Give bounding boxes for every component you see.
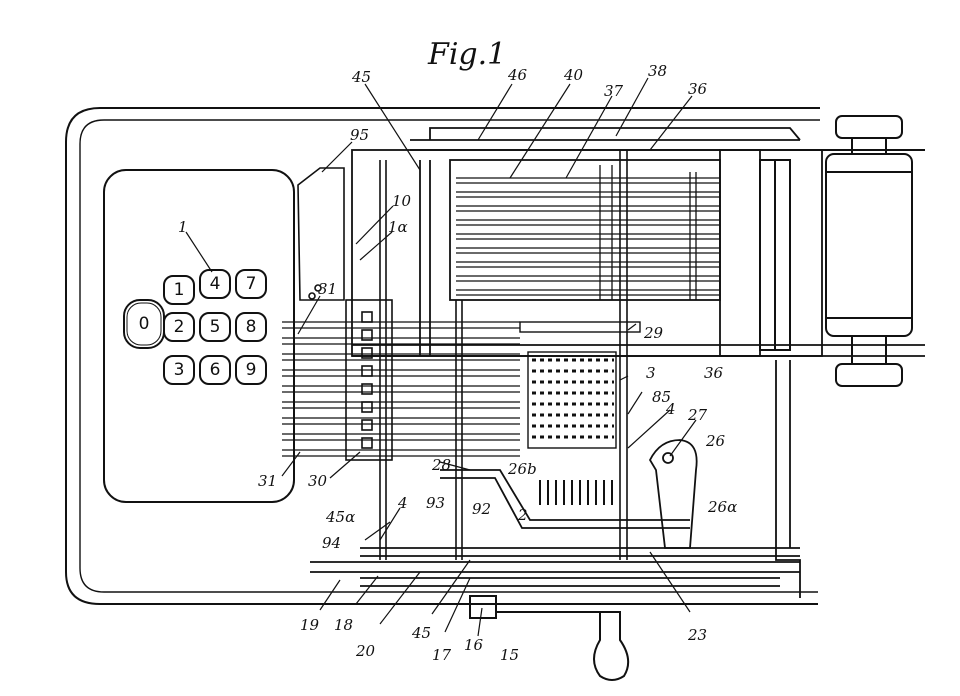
label-36-mid: 36: [704, 364, 724, 382]
label-23: 23: [687, 626, 707, 644]
key-1[interactable]: 1: [163, 275, 195, 305]
label-95: 95: [350, 126, 369, 144]
plate-95: [297, 167, 345, 301]
label-45a: 45α: [325, 508, 355, 526]
keyboard-plate: [103, 169, 295, 503]
svg-text:0: 0: [139, 314, 150, 334]
svg-text:1: 1: [174, 280, 185, 300]
svg-text:2: 2: [174, 317, 185, 337]
label-26a: 26α: [707, 498, 737, 516]
label-31-lower: 31: [258, 472, 277, 490]
lever-26: [310, 360, 801, 598]
label-45-bottom: 45: [411, 624, 431, 642]
label-16: 16: [464, 636, 484, 654]
figure-title: Fig.1: [427, 37, 506, 72]
label-45-top: 45: [351, 68, 371, 86]
label-4-right: 4: [665, 400, 676, 418]
label-93: 93: [426, 494, 445, 512]
leader-lines: [185, 77, 697, 637]
key-0[interactable]: 0: [123, 299, 165, 349]
label-3: 3: [646, 364, 656, 382]
label-31-upper: 31: [318, 280, 337, 298]
machine-housing: [65, 107, 820, 605]
svg-text:6: 6: [210, 360, 221, 380]
label-26: 26: [705, 432, 726, 450]
svg-text:9: 9: [246, 360, 257, 380]
key-8[interactable]: 8: [235, 312, 267, 342]
slide-bars-40: [456, 165, 720, 300]
key-9[interactable]: 9: [235, 355, 267, 385]
label-30: 30: [308, 472, 328, 490]
reference-labels: 45 46 40 38 37 36 95 10 1α 1 31 29 36 3 …: [178, 62, 737, 664]
rods-4-85: [379, 150, 628, 560]
label-94: 94: [322, 534, 341, 552]
svg-text:7: 7: [246, 274, 257, 294]
label-27: 27: [687, 406, 708, 424]
key-5[interactable]: 5: [199, 312, 231, 342]
label-46: 46: [507, 66, 528, 84]
numeric-keyboard: 7 4 1 8 5 2 9 6 3 0: [123, 269, 267, 385]
label-1a: 1α: [388, 218, 408, 236]
key-2[interactable]: 2: [163, 312, 195, 342]
label-4-left: 4: [397, 494, 408, 512]
label-28: 28: [431, 456, 451, 474]
label-37: 37: [604, 82, 624, 100]
label-19: 19: [300, 616, 320, 634]
handle-15[interactable]: [469, 595, 630, 681]
label-40: 40: [563, 66, 584, 84]
svg-text:5: 5: [210, 317, 221, 337]
key-3[interactable]: 3: [163, 355, 195, 385]
key-6[interactable]: 6: [199, 355, 231, 385]
label-2: 2: [517, 506, 528, 524]
label-10: 10: [392, 192, 412, 210]
label-17: 17: [432, 646, 452, 664]
key-7[interactable]: 7: [235, 269, 267, 299]
label-15: 15: [500, 646, 519, 664]
carrier-30: [345, 299, 393, 461]
pin-grid-3: [519, 321, 641, 505]
label-1: 1: [178, 218, 188, 236]
mechanism-frame: [351, 127, 925, 357]
key-4[interactable]: 4: [199, 269, 231, 299]
printing-drum: [759, 115, 925, 387]
svg-text:4: 4: [210, 274, 221, 294]
label-26b: 26b: [507, 460, 537, 478]
label-38: 38: [648, 62, 667, 80]
label-29: 29: [643, 324, 664, 342]
svg-text:8: 8: [246, 317, 257, 337]
label-20: 20: [355, 642, 376, 660]
label-85: 85: [652, 388, 671, 406]
key-levers-31: [282, 321, 520, 457]
label-18: 18: [334, 616, 353, 634]
label-36-top: 36: [688, 80, 708, 98]
svg-text:3: 3: [174, 360, 185, 380]
label-92: 92: [472, 500, 491, 518]
